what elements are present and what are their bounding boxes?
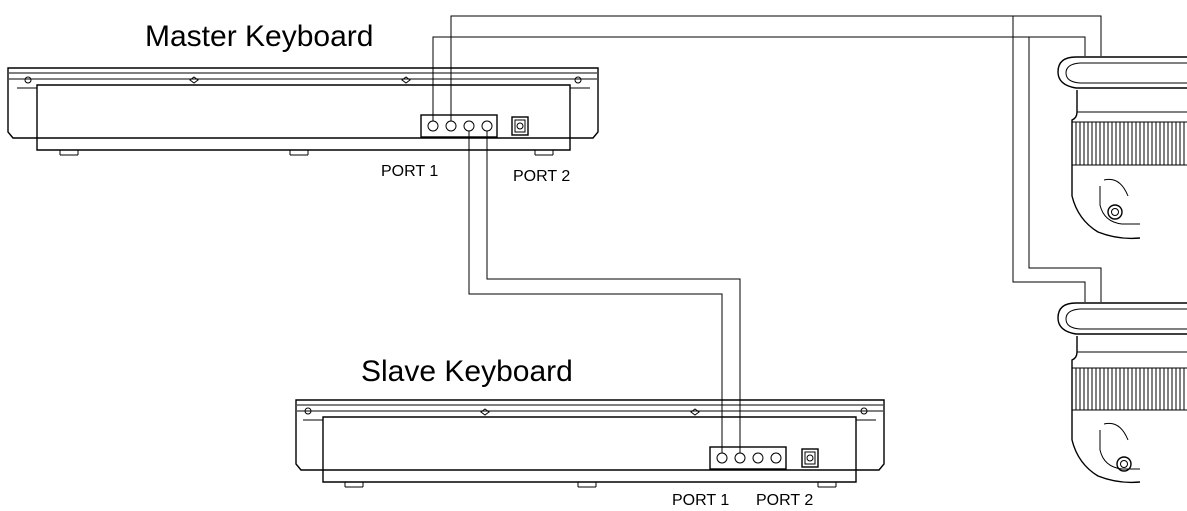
dome-camera-1 bbox=[1057, 56, 1187, 240]
slave-port-2-label: PORT 2 bbox=[756, 492, 813, 509]
slave-port-1-connector bbox=[709, 446, 787, 470]
master-keyboard bbox=[7, 67, 599, 156]
slave-keyboard-title: Slave Keyboard bbox=[361, 355, 573, 388]
master-port-1-label: PORT 1 bbox=[381, 163, 438, 180]
master-port-2-connector bbox=[511, 116, 529, 136]
hatch-band-1 bbox=[1072, 121, 1187, 166]
slave-port-2-connector bbox=[801, 448, 819, 468]
slave-port-1-label: PORT 1 bbox=[672, 492, 729, 509]
dome-camera-2 bbox=[1057, 302, 1187, 484]
cable-master-to-slave bbox=[468, 131, 741, 453]
master-port-1-connector bbox=[420, 114, 498, 138]
hatch-band-2 bbox=[1072, 367, 1187, 411]
cable-master-to-cameras bbox=[432, 15, 1102, 302]
master-port-2-label: PORT 2 bbox=[513, 168, 570, 185]
master-keyboard-title: Master Keyboard bbox=[145, 20, 373, 53]
slave-keyboard bbox=[295, 399, 885, 488]
